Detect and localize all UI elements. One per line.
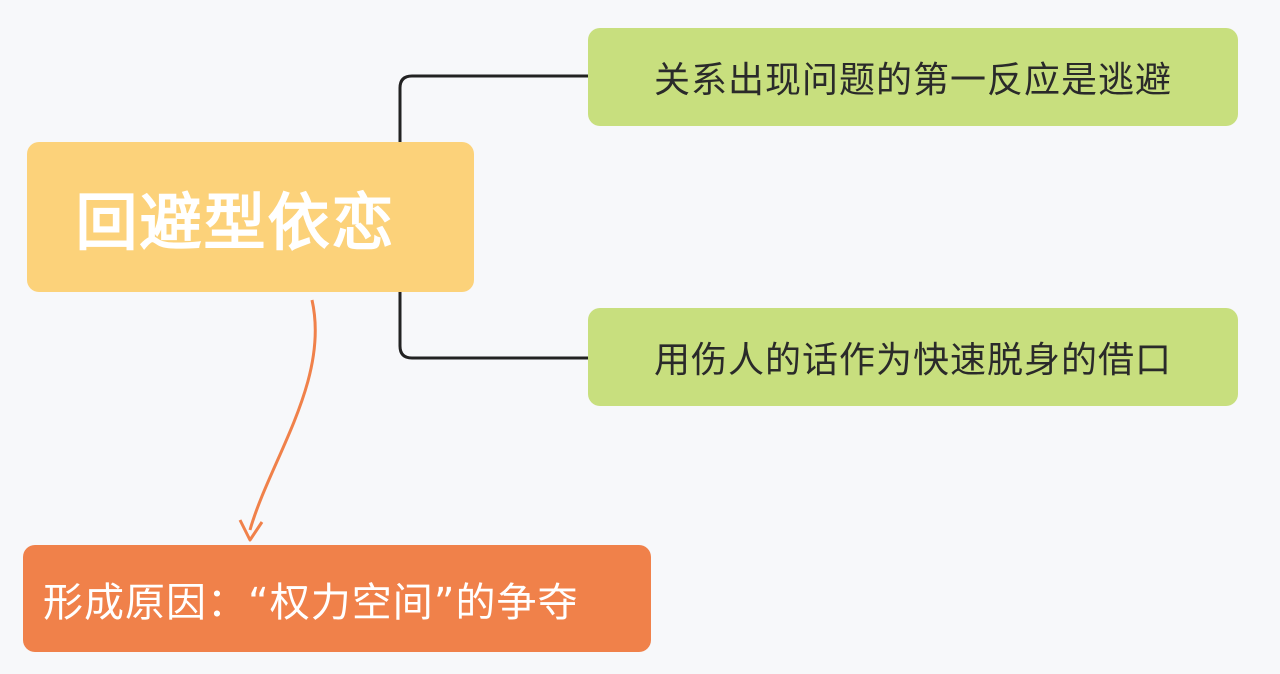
connector-root-to-branch-1	[398, 74, 588, 142]
root-node-label: 回避型依恋	[75, 186, 396, 259]
cause-node[interactable]: 形成原因：“权力空间”的争夺	[23, 545, 651, 652]
branch-node-hurtful-words[interactable]: 用伤人的话作为快速脱身的借口	[588, 308, 1238, 406]
arrow-root-to-cause	[248, 299, 317, 531]
cause-node-label: 形成原因：“权力空间”的争夺	[43, 579, 579, 626]
branch-node-avoidance[interactable]: 关系出现问题的第一反应是逃避	[588, 28, 1238, 126]
branch-node-label: 用伤人的话作为快速脱身的借口	[653, 340, 1172, 381]
arrowhead-icon	[238, 519, 264, 542]
root-node[interactable]: 回避型依恋	[27, 142, 474, 292]
connector-root-to-branch-2	[398, 292, 588, 360]
branch-node-label: 关系出现问题的第一反应是逃避	[653, 60, 1172, 101]
